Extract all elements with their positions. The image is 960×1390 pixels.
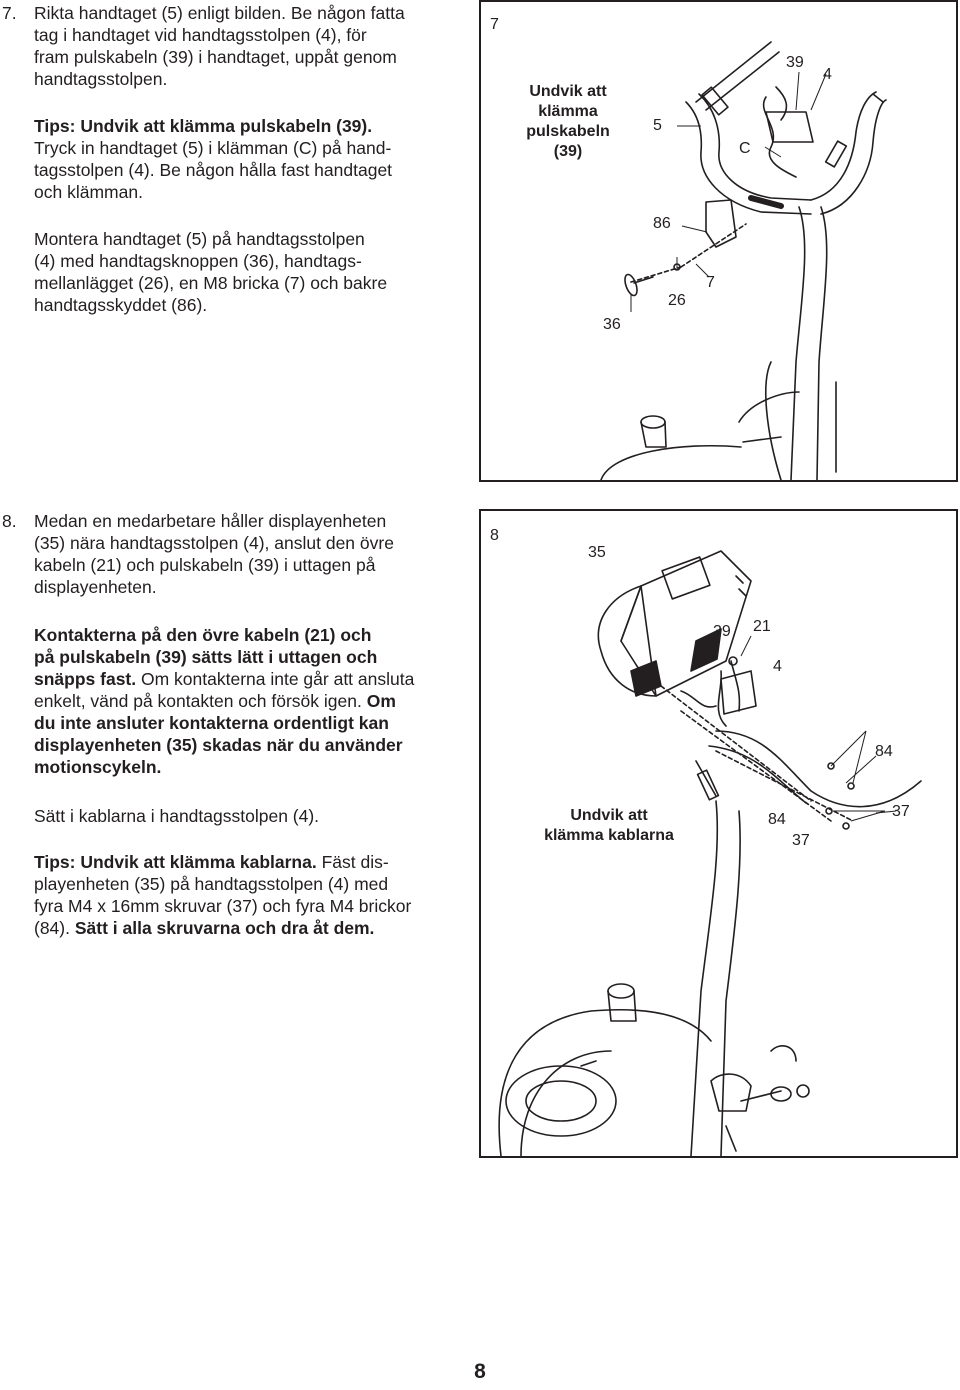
text-line: kabeln (21) och pulskabeln (39) i uttage…: [34, 555, 376, 575]
label-26: 26: [668, 292, 686, 309]
text-line: Medan en medarbetare håller displayenhet…: [34, 511, 387, 531]
text-line: Tips: Undvik att klämma kablarna. Fäst d…: [34, 851, 389, 874]
tips-heading: Tips: Undvik att klämma pulskabeln (39).: [34, 116, 373, 136]
label-7: 7: [706, 274, 715, 291]
text-bold: Sätt i alla skruvarna och dra åt dem.: [74, 918, 375, 938]
text-line: handtagsskyddet (86).: [34, 295, 208, 315]
label-84-right: 84: [875, 743, 893, 760]
label-39: 39: [786, 54, 804, 71]
text-line: fyra M4 x 16mm skruvar (37) och fyra M4 …: [34, 896, 412, 916]
step-8-insert: Sätt i kablarna i handtagsstolpen (4).: [34, 806, 320, 826]
label-39: 39: [713, 623, 731, 640]
figure-7-number: 7: [490, 16, 499, 33]
text-normal: Om kontakterna inte går att ansluta: [136, 669, 415, 689]
text-line: playenheten (35) på handtagsstolpen (4) …: [34, 874, 389, 894]
figure-8-number: 8: [490, 527, 499, 544]
figure-7-warning: Undvik att klämma pulskabeln (39): [503, 82, 633, 162]
text-line: displayenheten.: [34, 577, 157, 597]
text-line: och klämman.: [34, 182, 143, 202]
text-line: motionscykeln.: [34, 757, 162, 777]
text-line: Kontakterna på den övre kabeln (21) och: [34, 625, 372, 645]
tips-heading: Tips: Undvik att klämma kablarna.: [34, 852, 317, 872]
label-37-bottom: 37: [792, 832, 810, 849]
text-line: Tryck in handtaget (5) i klämman (C) på …: [34, 138, 392, 158]
figure-8-drawing: [498, 550, 922, 1156]
text-line: enkelt, vänd på kontakten och försök ige…: [34, 690, 396, 713]
text-line: tagsstolpen (4). Be någon hålla fast han…: [34, 160, 393, 180]
warning-line: Undvik att: [529, 83, 607, 100]
figure-8-warning: Undvik att klämma kablarna: [519, 806, 699, 846]
text-line: (35) nära handtagsstolpen (4), anslut de…: [34, 533, 394, 553]
text-line: fram pulskabeln (39) i handtaget, uppåt …: [34, 47, 397, 67]
figure-7-drawing: [600, 41, 887, 480]
text-bold: snäpps fast.: [34, 669, 137, 689]
label-36: 36: [603, 316, 621, 333]
page-number: 8: [474, 1360, 486, 1383]
warning-line: klämma kablarna: [544, 827, 674, 844]
text-bold: Om: [361, 691, 396, 711]
text-line: Montera handtaget (5) på handtagsstolpen: [34, 229, 365, 249]
text-normal: Fäst dis-: [316, 852, 389, 872]
text-line: snäpps fast. Om kontakterna inte går att…: [34, 668, 414, 691]
label-84-bottom: 84: [768, 811, 786, 828]
label-21: 21: [753, 618, 771, 635]
label-5: 5: [653, 117, 662, 134]
figure-8: 8 35 39 21 4 84 Undvik att klämma kablar…: [479, 509, 958, 1158]
warning-line: (39): [553, 143, 583, 160]
step-8-number: 8.: [2, 511, 17, 531]
warning-line: Undvik att: [570, 807, 648, 824]
label-37-right: 37: [892, 803, 910, 820]
text-line: (4) med handtagsknoppen (36), handtags-: [34, 251, 362, 271]
label-4: 4: [773, 658, 782, 675]
text-line: displayenheten (35) skadas när du använd…: [34, 735, 403, 755]
text-line: Rikta handtaget (5) enligt bilden. Be nå…: [34, 3, 405, 23]
warning-line: pulskabeln: [526, 123, 610, 140]
text-line: på pulskabeln (39) sätts lätt i uttagen …: [34, 647, 378, 667]
warning-line: klämma: [538, 103, 598, 120]
step-7-number: 7.: [2, 3, 17, 23]
label-86: 86: [653, 215, 671, 232]
label-C: C: [739, 140, 751, 157]
text-line: tag i handtaget vid handtagsstolpen (4),…: [34, 25, 367, 45]
figure-7: 7 Undvik att klämma pulskabeln (39) 39 4…: [479, 0, 958, 482]
text-normal: enkelt, vänd på kontakten och försök ige…: [34, 691, 362, 711]
text-line: (84). Sätt i alla skruvarna och dra åt d…: [34, 917, 374, 940]
text-line: mellanlägget (26), en M8 bricka (7) och …: [34, 273, 388, 293]
text-line: handtagsstolpen.: [34, 69, 168, 89]
label-35: 35: [588, 544, 606, 561]
text-normal: (84).: [34, 918, 75, 938]
label-4: 4: [823, 66, 832, 83]
text-line: du inte ansluter kontakterna ordentligt …: [34, 713, 389, 733]
